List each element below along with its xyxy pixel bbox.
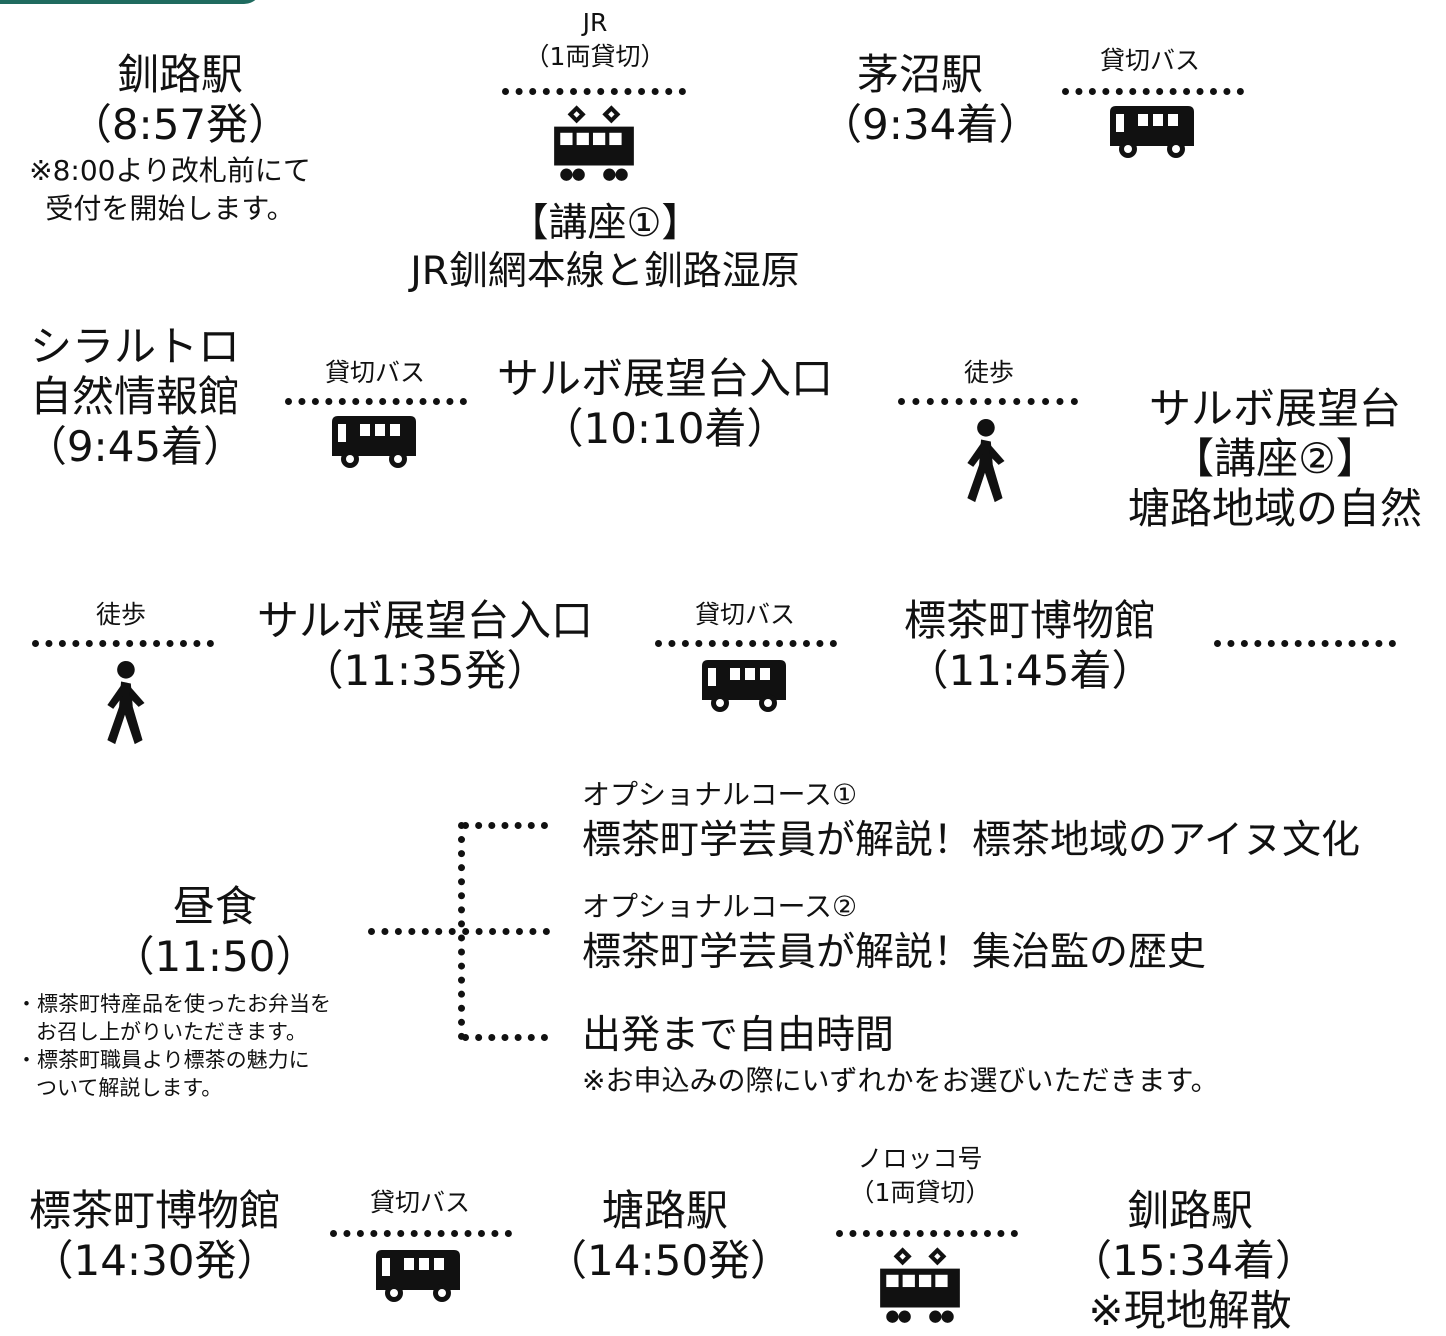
free-time: 出発まで自由時間 ※お申込みの際にいずれかをお選びいただきます。 xyxy=(582,1010,1442,1100)
option-label: オプショナルコース① xyxy=(582,778,858,811)
train-icon xyxy=(548,102,640,184)
train-icon xyxy=(874,1244,966,1326)
segment-label: 徒歩 xyxy=(95,600,146,629)
lecture-title: 【講座①】 xyxy=(509,201,701,246)
time-label: （10:10着） xyxy=(541,404,789,453)
branch-line-free xyxy=(462,1034,548,1041)
stop-toro-station: 塘路駅 （14:50発） xyxy=(545,1186,793,1286)
segment-label: （1両貸切） xyxy=(849,1178,991,1207)
note-line: ついて解説します。 xyxy=(36,1076,223,1100)
segment-label: 貸切バス xyxy=(1099,46,1200,75)
lunch-notes: ・標茶町特産品を使ったお弁当を お召し上がりいただきます。 ・標茶町職員より標茶… xyxy=(16,990,416,1102)
segment-label: 徒歩 xyxy=(963,358,1014,387)
time-label: （14:50発） xyxy=(545,1236,793,1285)
note-line: ・標茶町職員より標茶の魅力に xyxy=(16,1048,310,1072)
route-dotted-line xyxy=(1214,640,1396,647)
lecture-subtitle: JR釧網本線と釧路湿原 xyxy=(410,249,800,294)
branch-dotted-line xyxy=(458,822,465,1040)
segment-label: 貸切バス xyxy=(324,358,425,387)
lunch-title: 昼食 xyxy=(172,882,257,931)
stop-shirarutoro: シラルトロ 自然情報館 （9:45着） xyxy=(20,322,250,472)
walking-person-icon xyxy=(92,660,154,748)
option-course-1: オプショナルコース① 標茶町学芸員が解説！標茶地域のアイヌ文化 xyxy=(582,776,1442,868)
stop-kushiro-start: 釧路駅 （8:57発） xyxy=(60,50,300,150)
stop-name: サルボ展望台入口 xyxy=(496,354,833,403)
lecture-title: 【講座②】 xyxy=(1172,434,1378,483)
stop-sarubo-observatory: サルボ展望台 【講座②】 塘路地域の自然 xyxy=(1120,384,1430,534)
time-label: （11:50） xyxy=(112,932,318,981)
note-line: 受付を開始します。 xyxy=(45,192,295,225)
segment-label: （1両貸切） xyxy=(524,42,666,71)
stop-name: 標茶町博物館 xyxy=(28,1186,281,1235)
time-label: （9:34着） xyxy=(820,100,1041,149)
lecture-subtitle: 塘路地域の自然 xyxy=(1127,484,1422,533)
segment-label-jr: JR （1両貸切） xyxy=(500,6,690,74)
time-label: （11:35発） xyxy=(301,646,549,695)
stop-sarubo-entrance: サルボ展望台入口 （10:10着） xyxy=(485,354,845,454)
bus-icon xyxy=(698,656,788,716)
option-label: オプショナルコース② xyxy=(582,890,858,923)
dismissal-note: ※現地解散 xyxy=(1088,1286,1292,1335)
reception-note: ※8:00より改札前にて 受付を開始します。 xyxy=(0,152,340,228)
bus-icon xyxy=(1106,102,1196,162)
lunch-block: 昼食 （11:50） xyxy=(100,882,330,982)
segment-label: ノロッコ号 xyxy=(857,1144,983,1173)
station-name: 釧路駅 xyxy=(116,50,243,99)
route-dotted-line xyxy=(32,640,214,647)
branch-line-option1 xyxy=(462,822,548,829)
stop-shibecha-museum-depart: 標茶町博物館 （14:30発） xyxy=(10,1186,300,1286)
option-course-2: オプショナルコース② 標茶町学芸員が解説！集治監の歴史 xyxy=(582,888,1442,980)
route-dotted-line xyxy=(1062,88,1244,95)
free-time-title: 出発まで自由時間 xyxy=(582,1013,895,1058)
time-label: （9:45着） xyxy=(24,422,246,471)
stop-shibecha-museum: 標茶町博物館 （11:45着） xyxy=(880,596,1180,696)
header-tab xyxy=(0,0,262,4)
segment-label: 貸切バス xyxy=(694,600,795,629)
stop-name: 標茶町博物館 xyxy=(903,596,1156,645)
route-dotted-line xyxy=(502,88,686,95)
bus-icon xyxy=(372,1246,462,1306)
note-line: お召し上がりいただきます。 xyxy=(36,1020,307,1044)
route-dotted-line xyxy=(655,640,837,647)
lecture-1: 【講座①】 JR釧網本線と釧路湿原 xyxy=(380,200,830,296)
facility-name-line1: シラルトロ xyxy=(29,322,240,371)
route-dotted-line xyxy=(285,398,467,405)
option-title: 標茶町学芸員が解説！集治監の歴史 xyxy=(582,930,1207,975)
route-dotted-line xyxy=(836,1230,1018,1237)
selection-note: ※お申込みの際にいずれかをお選びいただきます。 xyxy=(582,1064,1219,1097)
walking-person-icon xyxy=(952,418,1014,506)
station-name: 塘路駅 xyxy=(601,1186,728,1235)
station-name: 茅沼駅 xyxy=(856,50,983,99)
bus-icon xyxy=(328,412,418,472)
time-label: （15:34着） xyxy=(1070,1236,1318,1285)
facility-name-line2: 自然情報館 xyxy=(29,372,240,421)
stop-kushiro-end: 釧路駅 （15:34着） ※現地解散 xyxy=(1070,1186,1318,1336)
time-label: （8:57発） xyxy=(69,100,291,149)
note-line: ※8:00より改札前にて xyxy=(29,154,311,187)
time-label: （14:30発） xyxy=(31,1236,279,1285)
stop-kayanuma: 茅沼駅 （9:34着） xyxy=(820,50,1041,150)
route-dotted-line xyxy=(330,1230,512,1237)
station-name: 釧路駅 xyxy=(1126,1186,1253,1235)
note-line: ・標茶町特産品を使ったお弁当を xyxy=(16,992,331,1016)
stop-name: サルボ展望台入口 xyxy=(256,596,593,645)
stop-name: サルボ展望台 xyxy=(1148,384,1401,433)
option-title: 標茶町学芸員が解説！標茶地域のアイヌ文化 xyxy=(582,818,1361,863)
stop-sarubo-entrance-depart: サルボ展望台入口 （11:35発） xyxy=(245,596,605,696)
segment-label-norokko: ノロッコ号 （1両貸切） xyxy=(820,1142,1020,1210)
route-dotted-line xyxy=(898,398,1078,405)
time-label: （11:45着） xyxy=(906,646,1154,695)
segment-label: 貸切バス xyxy=(369,1188,470,1217)
segment-label: JR xyxy=(582,8,608,37)
